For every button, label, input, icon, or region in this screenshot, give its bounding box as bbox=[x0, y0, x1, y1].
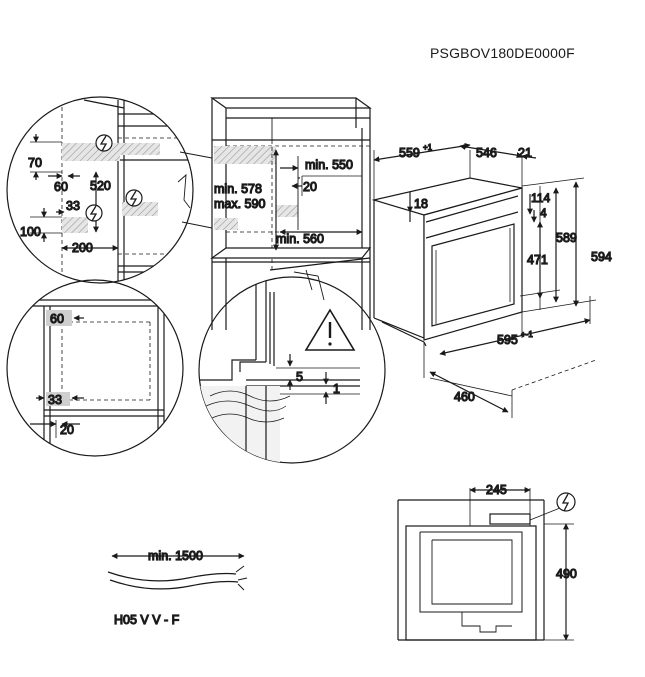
dim-595: 595 bbox=[497, 333, 518, 347]
power-cable bbox=[107, 553, 248, 591]
electric-shock-icon bbox=[556, 492, 576, 512]
dim-min-578: min. 578 bbox=[214, 182, 262, 196]
dim-33-vent: 33 bbox=[48, 393, 62, 407]
model-code: PSGBOV180DE0000F bbox=[430, 45, 575, 61]
dim-4: 4 bbox=[540, 206, 547, 220]
warning-icon bbox=[304, 308, 356, 351]
dim-114: 114 bbox=[531, 191, 550, 205]
dim-595-tolerance: +-1 bbox=[521, 330, 533, 339]
dim-546: 546 bbox=[476, 146, 497, 160]
dim-471: 471 bbox=[527, 253, 548, 267]
dim-20: 20 bbox=[303, 180, 317, 194]
detail-circle-mounting: 5 1 bbox=[198, 276, 386, 464]
dim-70: 70 bbox=[28, 156, 42, 170]
dim-21: 21 bbox=[518, 146, 532, 160]
front-view bbox=[397, 487, 574, 641]
dim-200: 200 bbox=[72, 241, 93, 255]
dim-559-tolerance: +1 bbox=[423, 143, 433, 152]
dim-60: 60 bbox=[54, 180, 68, 194]
dim-20-vent: 20 bbox=[60, 423, 74, 437]
dim-5: 5 bbox=[296, 370, 303, 384]
oven-isometric bbox=[371, 142, 597, 418]
dim-min-560: min. 560 bbox=[276, 232, 324, 246]
dim-594: 594 bbox=[591, 250, 612, 264]
electric-shock-icon bbox=[95, 134, 113, 152]
electric-shock-icon bbox=[85, 204, 103, 222]
dim-18: 18 bbox=[414, 197, 428, 211]
tall-cabinet bbox=[210, 97, 372, 330]
electric-shock-icon bbox=[125, 189, 143, 207]
dim-100: 100 bbox=[20, 225, 41, 239]
dim-33: 33 bbox=[66, 199, 80, 213]
detail-circle-vent: 60 33 20 bbox=[6, 279, 184, 457]
dim-520: 520 bbox=[90, 179, 111, 193]
dim-60-vent: 60 bbox=[50, 312, 64, 326]
detail-circle-top: 70 60 520 33 100 200 bbox=[6, 96, 194, 284]
dim-min-550: min. 550 bbox=[305, 158, 353, 172]
dim-245: 245 bbox=[486, 483, 507, 497]
dim-490: 490 bbox=[556, 567, 577, 581]
dim-559: 559 bbox=[399, 146, 420, 160]
cable-length: min. 1500 bbox=[148, 549, 203, 563]
dim-589: 589 bbox=[556, 231, 577, 245]
dim-1: 1 bbox=[333, 382, 340, 396]
dim-max-590: max. 590 bbox=[214, 197, 265, 211]
cable-type: H05 V V - F bbox=[114, 613, 180, 627]
dim-460: 460 bbox=[454, 390, 475, 404]
